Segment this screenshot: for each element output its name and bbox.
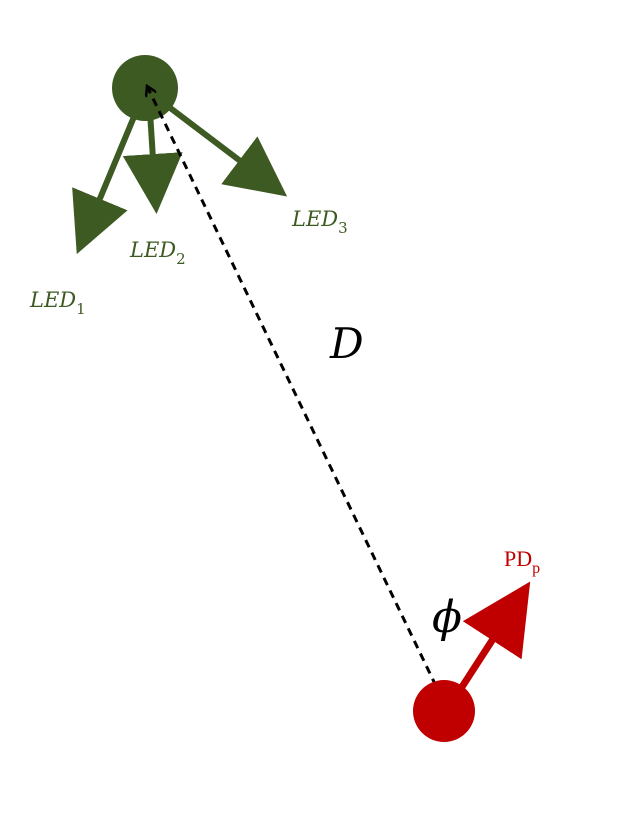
led3-label-sub: 3 (338, 219, 348, 237)
pd-label-sub: p (532, 560, 540, 577)
led1-label: LED1 (29, 288, 86, 318)
distance-label: D (329, 319, 364, 368)
pd-label-main: PD (504, 546, 532, 571)
pd-arrow-icon (457, 581, 531, 692)
led1-label-main: LED (29, 288, 76, 312)
led2-label-main: LED (129, 238, 176, 262)
led3-arrow-icon (163, 101, 288, 197)
pd-label: PDp (504, 546, 540, 577)
led3-label: LED3 (291, 207, 348, 237)
led1-arrow-icon (72, 110, 139, 255)
led2-label-sub: 2 (176, 250, 186, 268)
angle-label: ϕ (432, 592, 462, 643)
photodiode-node (413, 680, 475, 742)
led2-arrow-icon (122, 111, 183, 214)
led2-label: LED2 (129, 238, 186, 268)
led1-label-sub: 1 (76, 300, 86, 318)
distance-line (147, 86, 438, 687)
led-source-node (112, 55, 178, 121)
led3-label-main: LED (291, 207, 338, 231)
